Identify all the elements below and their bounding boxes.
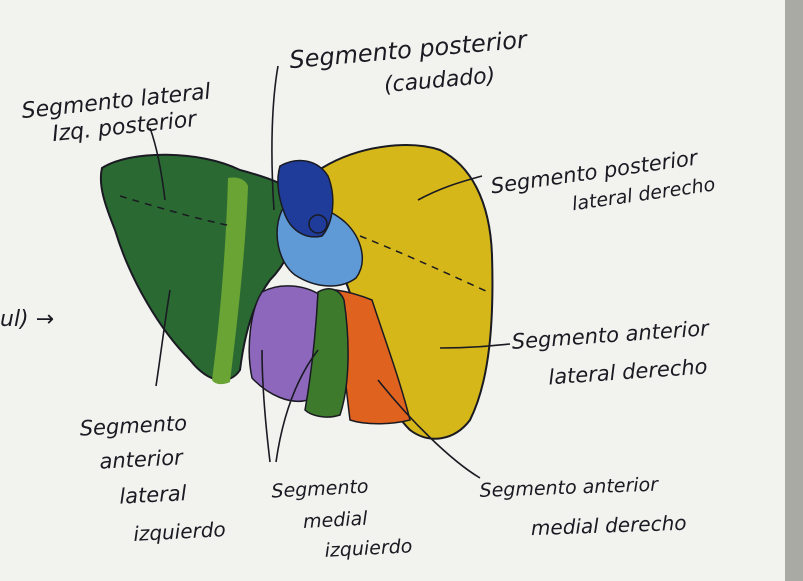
segment-light-green-band (212, 177, 248, 385)
leader-line-medial-left-1 (261, 349, 271, 463)
svg-text:anterior: anterior (99, 445, 185, 473)
svg-text:lateral: lateral (119, 481, 188, 508)
leader-line-anterior-lat-right (439, 343, 511, 349)
segment-dark-blue-posterior (277, 159, 334, 238)
leader-line-lateral-post-left (149, 127, 166, 201)
svg-text:izquierdo: izquierdo (324, 535, 413, 562)
dashed-line-right-lobe (359, 235, 489, 293)
edge-arrow-text: ul) → (0, 307, 54, 332)
svg-text:medial: medial (303, 508, 369, 533)
paper-edge-shadow (785, 0, 803, 581)
dashed-line-left-lobe (119, 195, 233, 227)
svg-text:Segmento: Segmento (79, 411, 187, 441)
svg-text:medial derecho: medial derecho (531, 511, 687, 540)
label-segment-anterior-medial-derecho: Segmento anterior medial derecho (479, 474, 687, 540)
leader-line-posterior-lat-right (417, 175, 483, 201)
svg-text:izquierdo: izquierdo (133, 517, 227, 546)
segment-mid-green-medial (304, 288, 349, 418)
label-segmento-anterior-lateral-izquierdo: Segmento anterior lateral izquierdo (79, 411, 227, 546)
leader-line-anterior-lat-left (155, 289, 171, 387)
leader-line-medial-left-2 (275, 349, 319, 463)
label-segmento-medial-izquierdo: Segmento medial izquierdo (271, 476, 413, 562)
caudate-marker (308, 214, 328, 234)
svg-text:Segmento: Segmento (271, 476, 369, 503)
leader-line-posterior-caudate (271, 65, 279, 211)
leader-line-anterior-med-right (377, 379, 481, 479)
